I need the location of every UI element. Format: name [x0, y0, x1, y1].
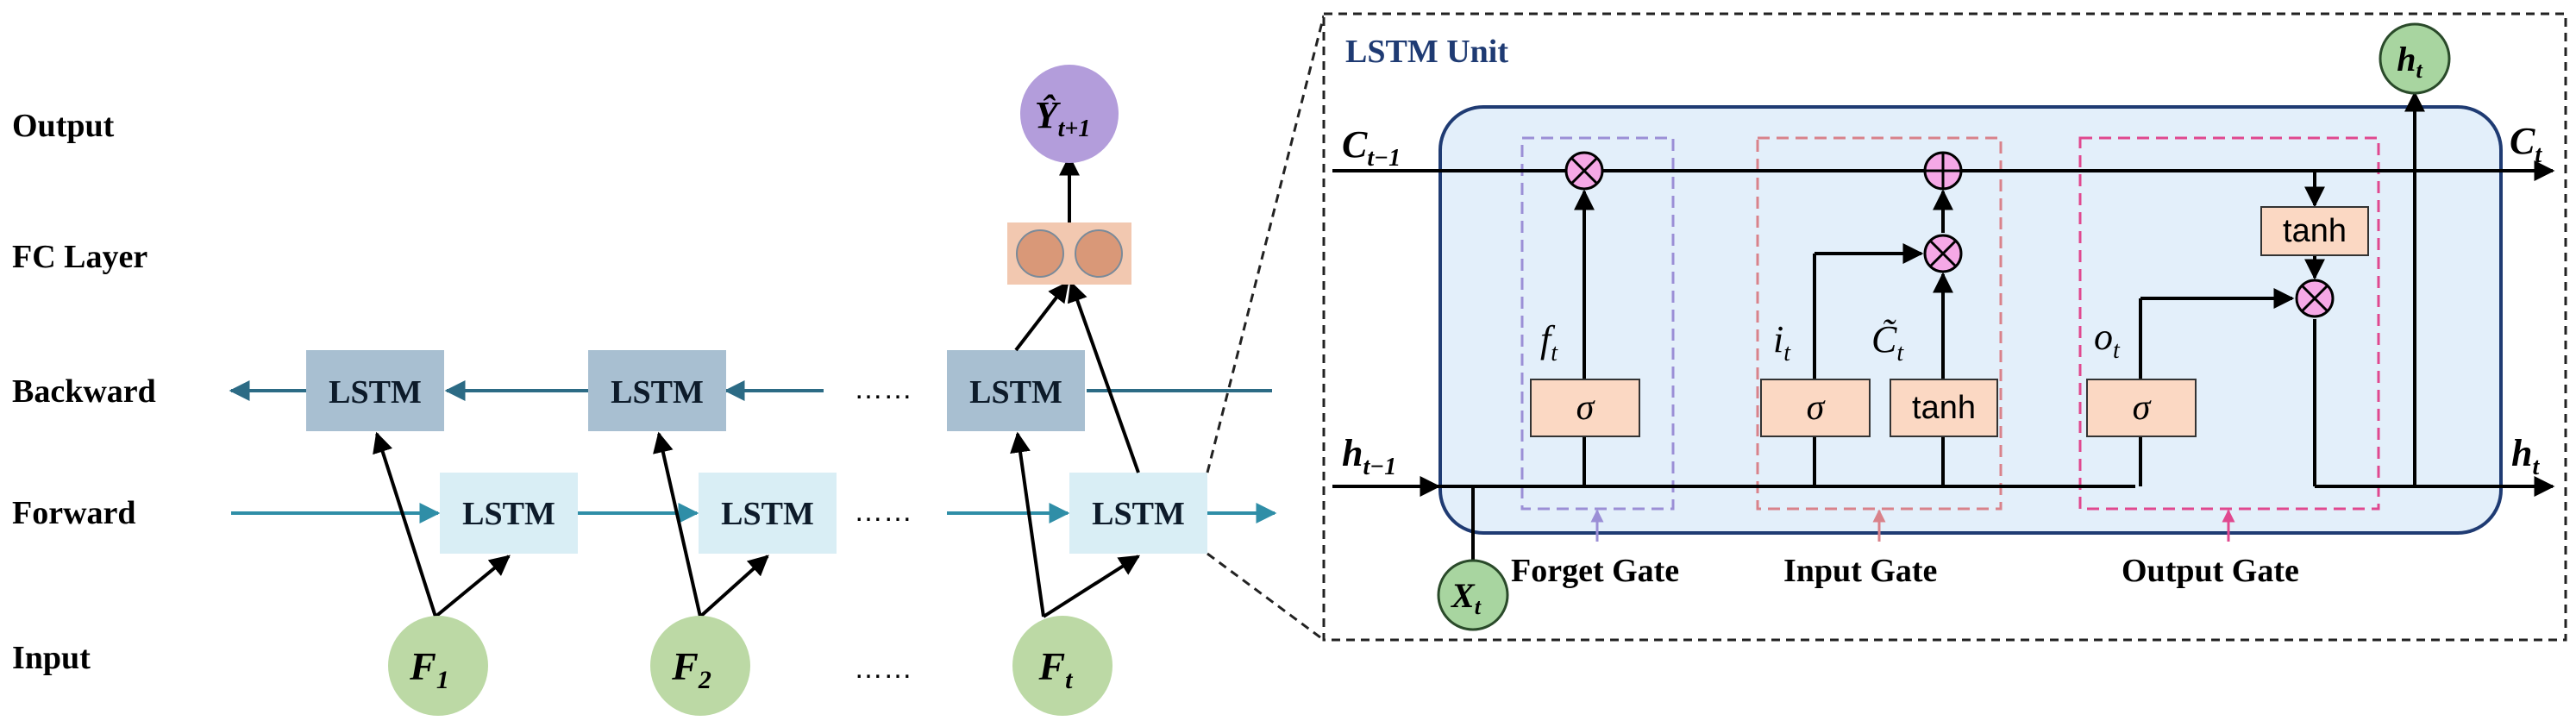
forward-lstm-1: LSTM — [440, 473, 578, 554]
row-label-forward: Forward — [12, 495, 136, 531]
svg-text:tanh: tanh — [1912, 390, 1976, 426]
c-prev-label: Ct−1 — [1342, 123, 1401, 172]
lstm-label: LSTM — [721, 496, 814, 532]
row-label-fc-layer: FC Layer — [12, 239, 147, 275]
svg-text:Ft: Ft — [1037, 644, 1074, 694]
o-t-label: ot — [2094, 316, 2121, 364]
lstm-label: LSTM — [611, 374, 704, 411]
row-label-input: Input — [12, 640, 91, 676]
forget-gate-label: Forget Gate — [1511, 553, 1679, 589]
output-gate-label: Output Gate — [2122, 553, 2299, 589]
cell-add-op — [1923, 151, 1963, 191]
input-arrows — [373, 154, 1141, 618]
forget-sigma-box: σ — [1530, 379, 1640, 437]
row-label-backward: Backward — [12, 373, 156, 410]
fc-neuron — [1075, 229, 1123, 278]
forget-multiply-op — [1564, 151, 1604, 191]
lstm-unit-title: LSTM Unit — [1345, 34, 1508, 70]
zoom-connectors — [1206, 15, 1326, 642]
ellipsis-forward: …… — [854, 495, 912, 528]
input-node-f2: F2 — [650, 616, 750, 716]
lstm-label: LSTM — [329, 374, 422, 411]
backward-lstm-t: LSTM — [947, 350, 1085, 431]
output-sigma-box: σ — [2086, 379, 2197, 437]
svg-text:F1: F1 — [409, 644, 449, 694]
lstm-cell-body — [1438, 105, 2503, 535]
input-node-ft: Ft — [1012, 616, 1113, 716]
output-multiply-op — [2295, 279, 2335, 318]
lstm-label: LSTM — [1092, 496, 1185, 532]
backward-lstm-2: LSTM — [588, 350, 726, 431]
svg-text:σ: σ — [2133, 388, 2153, 428]
input-node-f1: F1 — [388, 616, 488, 716]
svg-text:F2: F2 — [671, 644, 711, 694]
ellipsis-input: …… — [854, 652, 912, 685]
svg-text:Xt: Xt — [1450, 576, 1482, 619]
row-label-output: Output — [12, 108, 115, 144]
forget-gate-region — [1520, 136, 1675, 511]
h-t-node: ht — [2379, 22, 2451, 95]
hidden-state-line — [1332, 91, 2555, 564]
svg-text:σ: σ — [1807, 388, 1827, 428]
lstm-label: LSTM — [462, 496, 555, 532]
forward-lstm-2: LSTM — [699, 473, 837, 554]
svg-text:Ŷt+1: Ŷt+1 — [1035, 94, 1091, 142]
svg-text:tanh: tanh — [2283, 213, 2347, 249]
input-gate-region — [1756, 136, 2003, 511]
forward-lstm-t: LSTM — [1069, 473, 1207, 554]
input-sigma-box: σ — [1760, 379, 1871, 437]
backward-lstm-1: LSTM — [306, 350, 444, 431]
h-t-label: ht — [2511, 432, 2540, 480]
ellipsis-backward: …… — [854, 373, 912, 405]
output-gate-region — [2078, 136, 2380, 511]
input-multiply-op — [1923, 234, 1963, 273]
h-prev-label: ht−1 — [1342, 432, 1396, 480]
svg-text:σ: σ — [1576, 388, 1596, 428]
row-labels: Output FC Layer Backward Forward Input — [12, 108, 156, 676]
x-t-node: Xt — [1437, 559, 1509, 631]
c-tilde-label: C̃t — [1871, 318, 1904, 367]
input-tanh-box: tanh — [1890, 379, 1998, 437]
c-t-label: Ct — [2510, 120, 2542, 168]
cell-tanh-box: tanh — [2260, 206, 2369, 256]
output-node: Ŷt+1 — [1020, 65, 1119, 163]
fc-neuron — [1016, 229, 1064, 278]
lstm-label: LSTM — [969, 374, 1062, 411]
lstm-unit-panel: LSTM Unit — [1322, 12, 2567, 642]
i-t-label: it — [1773, 318, 1791, 367]
svg-text:ht: ht — [2397, 40, 2422, 83]
fc-layer — [1007, 222, 1131, 285]
input-gate-label: Input Gate — [1783, 553, 1937, 589]
